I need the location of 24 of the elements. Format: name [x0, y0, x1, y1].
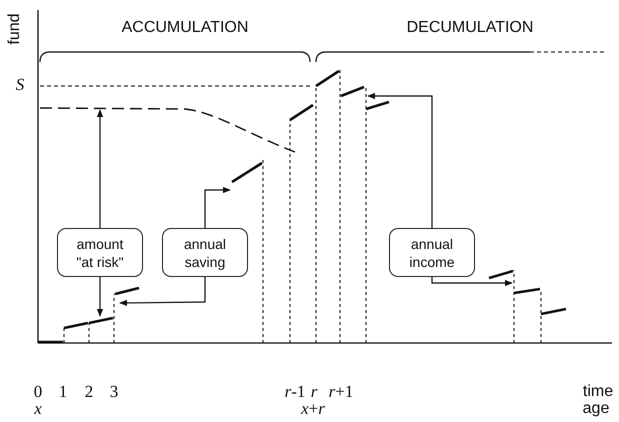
section-heading: ACCUMULATION [122, 19, 248, 37]
leader-arrow [431, 277, 513, 286]
callout-box: annual saving [162, 228, 248, 277]
tick-label: x+r [301, 400, 325, 418]
tick-label: 0 [34, 383, 42, 401]
leader-arrow [119, 277, 206, 306]
leader-arrow [367, 92, 433, 228]
tick-label: x [34, 400, 42, 418]
callout-box: amount "at risk" [57, 228, 143, 277]
callout-box: annual income [389, 228, 475, 277]
tick-label: r+1 [328, 383, 354, 401]
leader-arrow [96, 277, 104, 317]
axis-label: age [582, 400, 610, 418]
tick-label: 2 [84, 383, 94, 401]
axis-label: time [582, 383, 614, 401]
tick-label: 1 [58, 383, 68, 401]
tick-label: 3 [110, 383, 118, 401]
leader-arrow [96, 109, 104, 228]
axis-label: fund [6, 13, 24, 45]
axis-label: S [16, 76, 24, 94]
tick-label: r [310, 383, 318, 401]
section-heading: DECUMULATION [406, 19, 534, 37]
leader-arrow [204, 186, 231, 228]
tick-label: r-1 [284, 383, 306, 401]
